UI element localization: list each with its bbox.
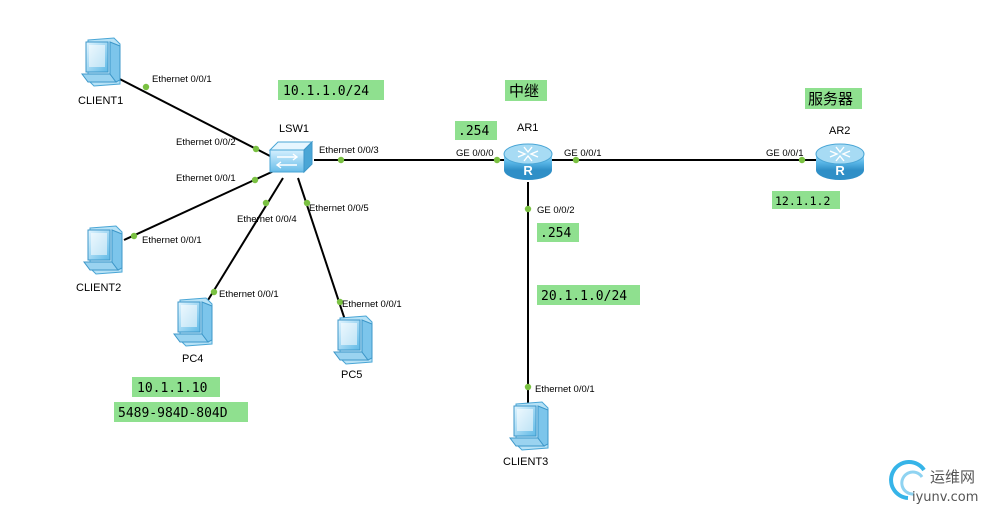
port-dot xyxy=(798,156,806,164)
client-computer-icon xyxy=(81,37,121,87)
note-pc4-mac: 5489-984D-804D xyxy=(114,402,248,422)
port-dot xyxy=(337,156,345,164)
port-label-lsw1-eth5: Ethernet 0/0/5 xyxy=(309,203,369,214)
watermark-logo: 运维网 iyunv.com xyxy=(889,460,978,505)
note-lan1-subnet: 10.1.1.0/24 xyxy=(278,80,384,100)
port-label-lsw1-eth2: Ethernet 0/0/2 xyxy=(176,137,236,148)
port-dot xyxy=(251,176,259,184)
link-lsw1-client2 xyxy=(123,169,277,241)
router-icon xyxy=(503,143,553,181)
pc5-device[interactable] xyxy=(333,315,373,365)
svg-text:中继: 中继 xyxy=(509,82,539,100)
client3-device[interactable] xyxy=(509,401,549,451)
port-dot xyxy=(210,288,218,296)
note-lan2-subnet: 20.1.1.0/24 xyxy=(537,285,640,305)
switch-icon xyxy=(269,141,313,173)
port-dot xyxy=(142,83,150,91)
client2-label: CLIENT2 xyxy=(76,282,121,294)
ar2-label: AR2 xyxy=(829,125,850,137)
ar2-device[interactable] xyxy=(815,143,865,181)
svg-text:.254: .254 xyxy=(458,124,489,139)
port-label-pc4-eth: Ethernet 0/0/1 xyxy=(219,289,279,300)
note-ar1-g0-ip: .254 xyxy=(455,121,497,140)
note-ar2-ip: 12.1.1.2 xyxy=(772,191,840,209)
note-relay: 中继 xyxy=(505,80,547,101)
note-server: 服务器 xyxy=(805,88,862,109)
port-label-ar1-ge0: GE 0/0/0 xyxy=(456,148,494,159)
port-label-lsw1-eth1: Ethernet 0/0/1 xyxy=(176,173,236,184)
client2-device[interactable] xyxy=(83,225,123,275)
port-dot xyxy=(252,145,260,153)
port-dot xyxy=(493,156,501,164)
ar1-label: AR1 xyxy=(517,122,538,134)
client-computer-icon xyxy=(83,225,123,275)
port-label-lsw1-eth4: Ethernet 0/0/4 xyxy=(237,214,297,225)
svg-text:5489-984D-804D: 5489-984D-804D xyxy=(118,406,228,421)
svg-text:10.1.1.0/24: 10.1.1.0/24 xyxy=(283,84,369,99)
client1-device[interactable] xyxy=(81,37,121,87)
lsw1-device[interactable] xyxy=(269,141,313,173)
svg-text:服务器: 服务器 xyxy=(808,90,853,108)
pc-computer-icon xyxy=(333,315,373,365)
port-dot xyxy=(524,205,532,213)
note-pc4-ip: 10.1.1.10 xyxy=(132,377,220,397)
links xyxy=(101,69,818,408)
ar1-device[interactable] xyxy=(503,143,553,181)
router-icon xyxy=(815,143,865,181)
port-label-client1-eth: Ethernet 0/0/1 xyxy=(152,74,212,85)
port-dot xyxy=(303,199,311,207)
port-dot xyxy=(336,298,344,306)
port-label-client3-eth: Ethernet 0/0/1 xyxy=(535,384,595,395)
pc5-label: PC5 xyxy=(341,369,362,381)
link-client1-lsw1 xyxy=(101,69,271,157)
svg-text:.254: .254 xyxy=(540,226,571,241)
port-label-pc5-eth: Ethernet 0/0/1 xyxy=(342,299,402,310)
port-dot xyxy=(524,383,532,391)
svg-text:10.1.1.10: 10.1.1.10 xyxy=(137,381,207,396)
port-label-ar1-ge2: GE 0/0/2 xyxy=(537,205,575,216)
pc-computer-icon xyxy=(173,297,213,347)
client3-label: CLIENT3 xyxy=(503,456,548,468)
client-computer-icon xyxy=(509,401,549,451)
note-ar1-g2-ip: .254 xyxy=(537,223,579,242)
port-label-lsw1-eth3: Ethernet 0/0/3 xyxy=(319,145,379,156)
watermark-site: iyunv.com xyxy=(912,490,978,505)
port-dot xyxy=(130,232,138,240)
port-dot xyxy=(262,199,270,207)
port-label-client2-eth: Ethernet 0/0/1 xyxy=(142,235,202,246)
port-label-ar2-ge1: GE 0/0/1 xyxy=(766,148,804,159)
watermark-brand: 运维网 xyxy=(930,468,975,486)
port-dot xyxy=(572,156,580,164)
pc4-device[interactable] xyxy=(173,297,213,347)
svg-text:20.1.1.0/24: 20.1.1.0/24 xyxy=(541,289,627,304)
port-dots xyxy=(130,83,806,391)
client1-label: CLIENT1 xyxy=(78,95,123,107)
svg-text:12.1.1.2: 12.1.1.2 xyxy=(775,194,830,208)
lsw1-label: LSW1 xyxy=(279,123,309,135)
pc4-label: PC4 xyxy=(182,353,203,365)
port-label-ar1-ge1: GE 0/0/1 xyxy=(564,148,602,159)
